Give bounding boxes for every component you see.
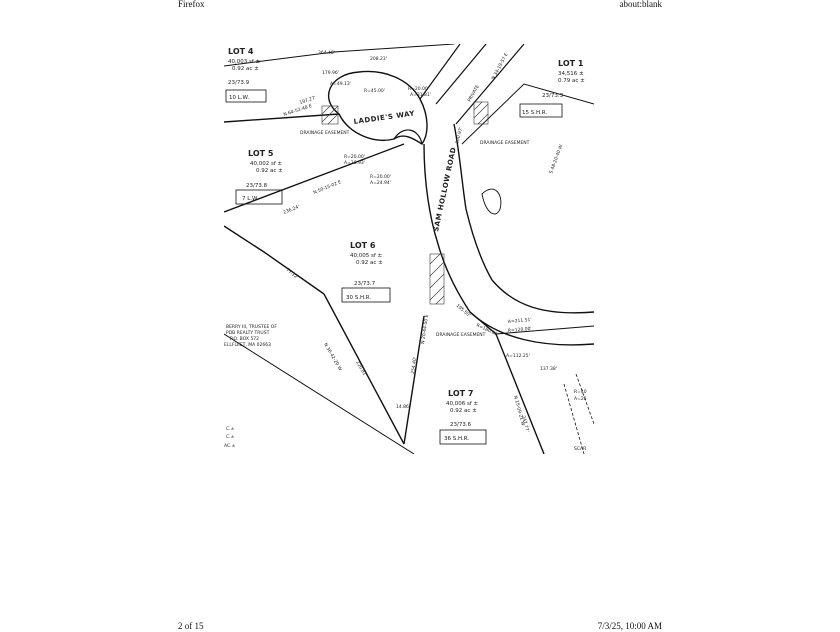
sam-hollow-road-label: SAM HOLLOW ROAD (432, 146, 458, 232)
left-edge-label-3: AC.± (224, 443, 236, 449)
curve1-arc: A=31.81' (410, 92, 431, 98)
lot4-house: 10 L.W. (229, 95, 249, 101)
curve7-arc: A=25 (574, 396, 587, 402)
lot5-name: LOT 5 (248, 149, 274, 158)
lot6-area: 40,005 sf ± (350, 253, 383, 259)
left-edge-label-1: C.± (226, 426, 235, 432)
road-west-edge (423, 143, 471, 313)
curve7-radius: R=40 (574, 389, 587, 395)
lot6-acres: 0.92 ac ± (356, 260, 383, 266)
road-east-edge (453, 123, 493, 281)
lot6-southwest-line (323, 293, 405, 445)
bearing-8: N 30-42-20 W (322, 342, 343, 372)
lot6-map-ref: 23/73.7 (354, 281, 376, 287)
lot4-map-ref: 23/73.9 (228, 80, 250, 86)
curve1-radius: R=20.00' (408, 86, 429, 92)
bearing-6: N 50-15-02 E (313, 179, 343, 196)
lot4-name: LOT 4 (228, 47, 254, 56)
lot6-east-line (403, 315, 425, 445)
lot4-south-line (224, 113, 340, 123)
page-indicator: 2 of 15 (178, 621, 204, 631)
bearing-20: 100.97' (454, 127, 464, 145)
lot6-house: 30 S.H.R. (346, 295, 371, 301)
drainage-easement-lot1 (473, 101, 489, 125)
lot5-house: 7 L.W. (242, 196, 259, 202)
lot7-map-ref: 23/73.6 (450, 422, 472, 428)
bearing-5: 197.27' (299, 95, 317, 106)
lot5-acres: 0.92 ac ± (256, 168, 283, 174)
owner-line-3: P.O. BOX 572 (230, 336, 259, 342)
lot7-name: LOT 7 (448, 389, 473, 398)
curve4-radius: R=45.00' (364, 88, 385, 94)
lot4-north-line (224, 44, 455, 67)
plat-drawing: LOT 4 40,003 sf ± 0.92 ac ± 23/73.9 10 L… (224, 44, 594, 454)
bearing-19: S 48-20-40 W (548, 143, 564, 174)
owner-line-1: BERRY III, TRUSTEE OF (226, 324, 277, 330)
bearing-12: 254.40' (410, 357, 418, 375)
lot7-acres: 0.92 ac ± (450, 408, 477, 414)
owner-line-2: PDB REALTY TRUST (226, 330, 270, 336)
lot1-acres: 0.79 ac ± (558, 78, 585, 84)
curve2-arc: A=18.93' (344, 160, 365, 166)
lot6-name: LOT 6 (350, 241, 376, 250)
curve3-radius: R=20.00' (370, 174, 391, 180)
laddies-way-label: LADDIE'S WAY (353, 109, 416, 126)
bearing-11: N 20-44-50 E (420, 314, 430, 344)
lot5-map-ref: 23/73.8 (246, 183, 268, 189)
lot7-area: 40,006 sf ± (446, 401, 479, 407)
bearing-13: 14.86' (396, 404, 410, 410)
lot5-south-line (224, 143, 405, 213)
owner-line-4: ELLFLEET, MA 02663 (224, 342, 271, 348)
curve3-arc: A=24.94' (370, 180, 391, 186)
scar-label: SCAR (574, 446, 586, 452)
bearing-16: 247.77' (520, 415, 530, 433)
drainage-easement-label-3: DRAINAGE EASEMENT (436, 332, 486, 338)
lot7-house: 36 S.H.R. (444, 436, 469, 442)
curve4-arc: A=49.13' (330, 81, 351, 87)
drainage-easement-label-1: DRAINAGE EASEMENT (300, 130, 350, 136)
bearing-10: 77.12' (285, 267, 300, 281)
bearing-3: 179.96' (322, 70, 339, 76)
print-datetime: 7/3/25, 10:00 AM (597, 621, 662, 631)
road-curve-inner (491, 279, 594, 314)
lot4-area: 40,003 sf ± (228, 59, 261, 65)
subdivision-plat-map: LOT 4 40,003 sf ± 0.92 ac ± 23/73.9 10 L… (224, 44, 594, 454)
drainage-easement-lot6 (429, 253, 445, 305)
page-url: about:blank (619, 0, 663, 9)
lot6-west-line (224, 225, 325, 295)
lot1-house: 15 S.H.R. (522, 110, 547, 116)
lot1-name: LOT 1 (558, 59, 584, 68)
laddies-way-loop (328, 70, 428, 145)
browser-name: Firefox (178, 0, 205, 9)
curve2-radius: R=20.00' (344, 154, 365, 160)
private-label: PRIVATE (467, 84, 481, 103)
curve6-arc: A=112.25' (506, 353, 530, 359)
bearing-14: 137.38' (540, 366, 557, 372)
left-edge-label-2: C.± (226, 434, 235, 440)
lot4-acres: 0.92 ac ± (232, 66, 259, 72)
bearing-1: 364.48' (318, 50, 335, 56)
lot1-area: 34,516 ± (558, 71, 584, 77)
bearing-2: 208.23' (370, 56, 387, 62)
lot1-map-ref: 23/73.3 (542, 93, 564, 99)
lot5-area: 40,002 sf ± (250, 161, 283, 167)
drainage-easement-label-2: DRAINAGE EASEMENT (480, 140, 530, 146)
curve5-arc: A=211.51' (508, 317, 532, 325)
curve5-radius: R=120.00' (508, 326, 532, 334)
bearing-7: 236.24' (283, 204, 301, 216)
bearing-18: N 34-19-57 E (490, 52, 509, 81)
